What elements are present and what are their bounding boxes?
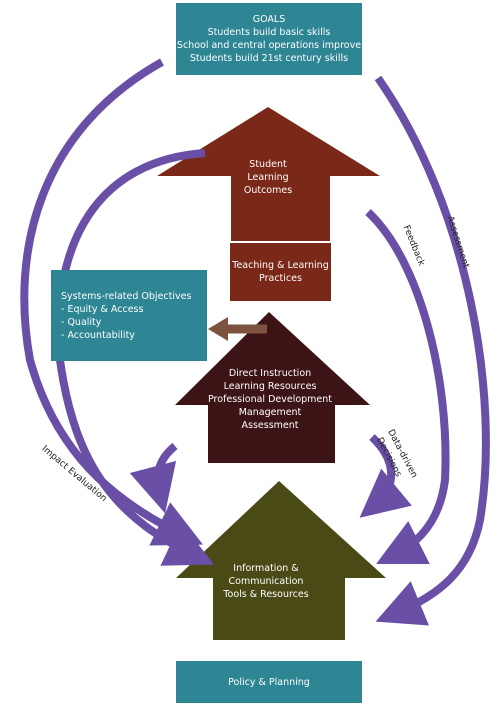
- direct-line: Professional Development: [207, 394, 333, 405]
- data-driven-arrow: [359, 434, 412, 518]
- policy-planning-box: Policy & Planning: [176, 661, 362, 703]
- student-outcomes-line: Student: [249, 159, 287, 170]
- goals-line-2: School and central operations improve: [176, 40, 362, 51]
- teaching-line-1: Teaching & Learning: [232, 260, 329, 271]
- feedback-arrow: [365, 209, 450, 564]
- systems-item: - Accountability: [61, 329, 135, 341]
- policy-label: Policy & Planning: [228, 676, 310, 688]
- systems-objectives-box: Systems-related Objectives - Equity & Ac…: [51, 270, 207, 361]
- direct-line: Assessment: [241, 420, 299, 431]
- goals-line-3: Students build 21st century skills: [189, 53, 349, 64]
- ict-shape: [176, 481, 386, 640]
- student-outcomes-line: Learning: [247, 172, 289, 183]
- ict-line: Tools & Resources: [223, 589, 309, 600]
- direct-instruction-shape: [175, 312, 370, 463]
- assessment-arrow: [374, 75, 490, 626]
- systems-title: Systems-related Objectives: [61, 290, 192, 302]
- goals-line-1: Students build basic skills: [207, 27, 331, 38]
- teaching-line-2: Practices: [259, 273, 302, 284]
- direct-line: Direct Instruction: [228, 368, 312, 379]
- direct-instruction-label: Direct Instruction Learning Resources Pr…: [205, 367, 335, 432]
- goals-box: GOALS Students build basic skills School…: [176, 3, 362, 75]
- student-outcomes-shape: [157, 107, 380, 241]
- goals-title: GOALS: [252, 14, 286, 25]
- direct-line: Management: [238, 407, 302, 418]
- systems-item: - Equity & Access: [61, 303, 144, 315]
- systems-item: - Quality: [61, 316, 102, 328]
- student-outcomes-label: Student Learning Outcomes: [218, 158, 318, 197]
- direct-to-ict-left-arrow: [129, 442, 178, 514]
- ict-line: Information & Communication: [228, 563, 304, 587]
- student-outcomes-line: Outcomes: [243, 185, 293, 196]
- teaching-learning-box: Teaching & Learning Practices: [230, 243, 331, 301]
- systems-arrowhead: [208, 317, 228, 341]
- direct-line: Learning Resources: [223, 381, 317, 392]
- ict-label: Information & Communication Tools & Reso…: [196, 562, 336, 601]
